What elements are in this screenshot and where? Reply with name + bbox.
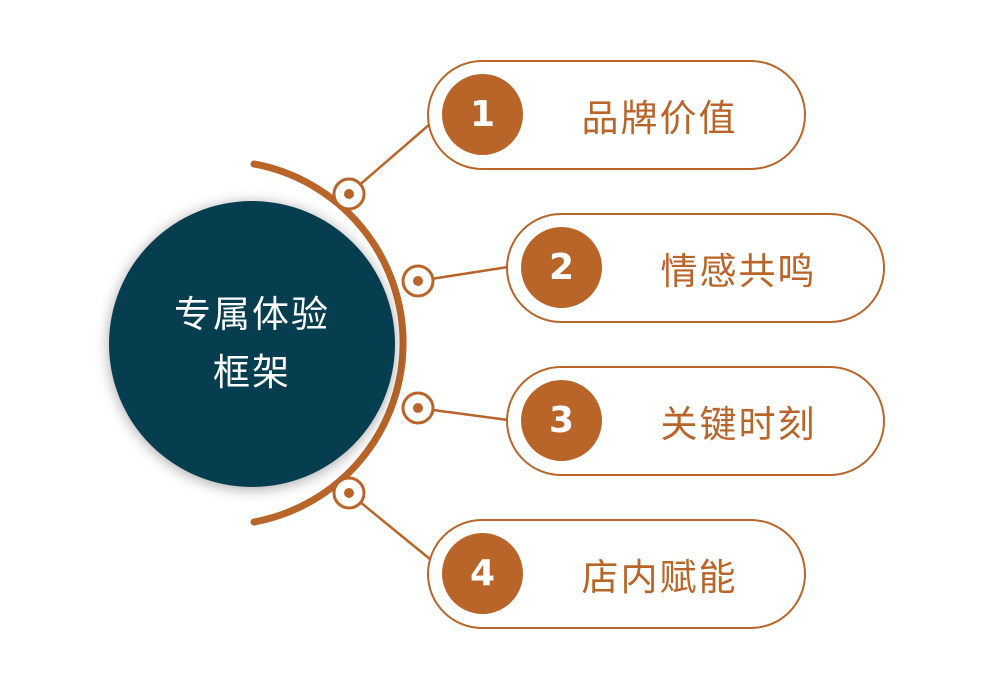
- item-label-2: 情感共鸣: [660, 249, 817, 293]
- connector-line-4: [348, 492, 437, 565]
- item-pill-3: 3 关键时刻: [506, 366, 885, 476]
- item-pill-1: 1 品牌价值: [427, 60, 806, 170]
- item-number-2: 2: [521, 227, 602, 308]
- item-label-4: 店内赋能: [581, 555, 738, 599]
- item-number-4: 4: [442, 533, 523, 614]
- item-label-3: 关键时刻: [660, 402, 817, 446]
- center-title-line1: 专属体验: [174, 293, 330, 336]
- connector-node-4: [332, 476, 366, 510]
- outer-arc: [250, 160, 407, 526]
- item-label-1: 品牌价值: [581, 96, 738, 140]
- connector-line-1: [348, 123, 431, 195]
- center-title-line2: 框架: [213, 351, 291, 394]
- item-pill-2: 2 情感共鸣: [506, 213, 885, 323]
- item-number-1: 1: [442, 74, 523, 155]
- connector-node-3: [401, 391, 435, 425]
- connector-node-1: [332, 177, 366, 211]
- connector-node-2: [401, 264, 435, 298]
- item-number-3: 3: [521, 380, 602, 461]
- item-pill-4: 4 店内赋能: [427, 519, 806, 629]
- center-hub: 专属体验 框架: [109, 201, 395, 487]
